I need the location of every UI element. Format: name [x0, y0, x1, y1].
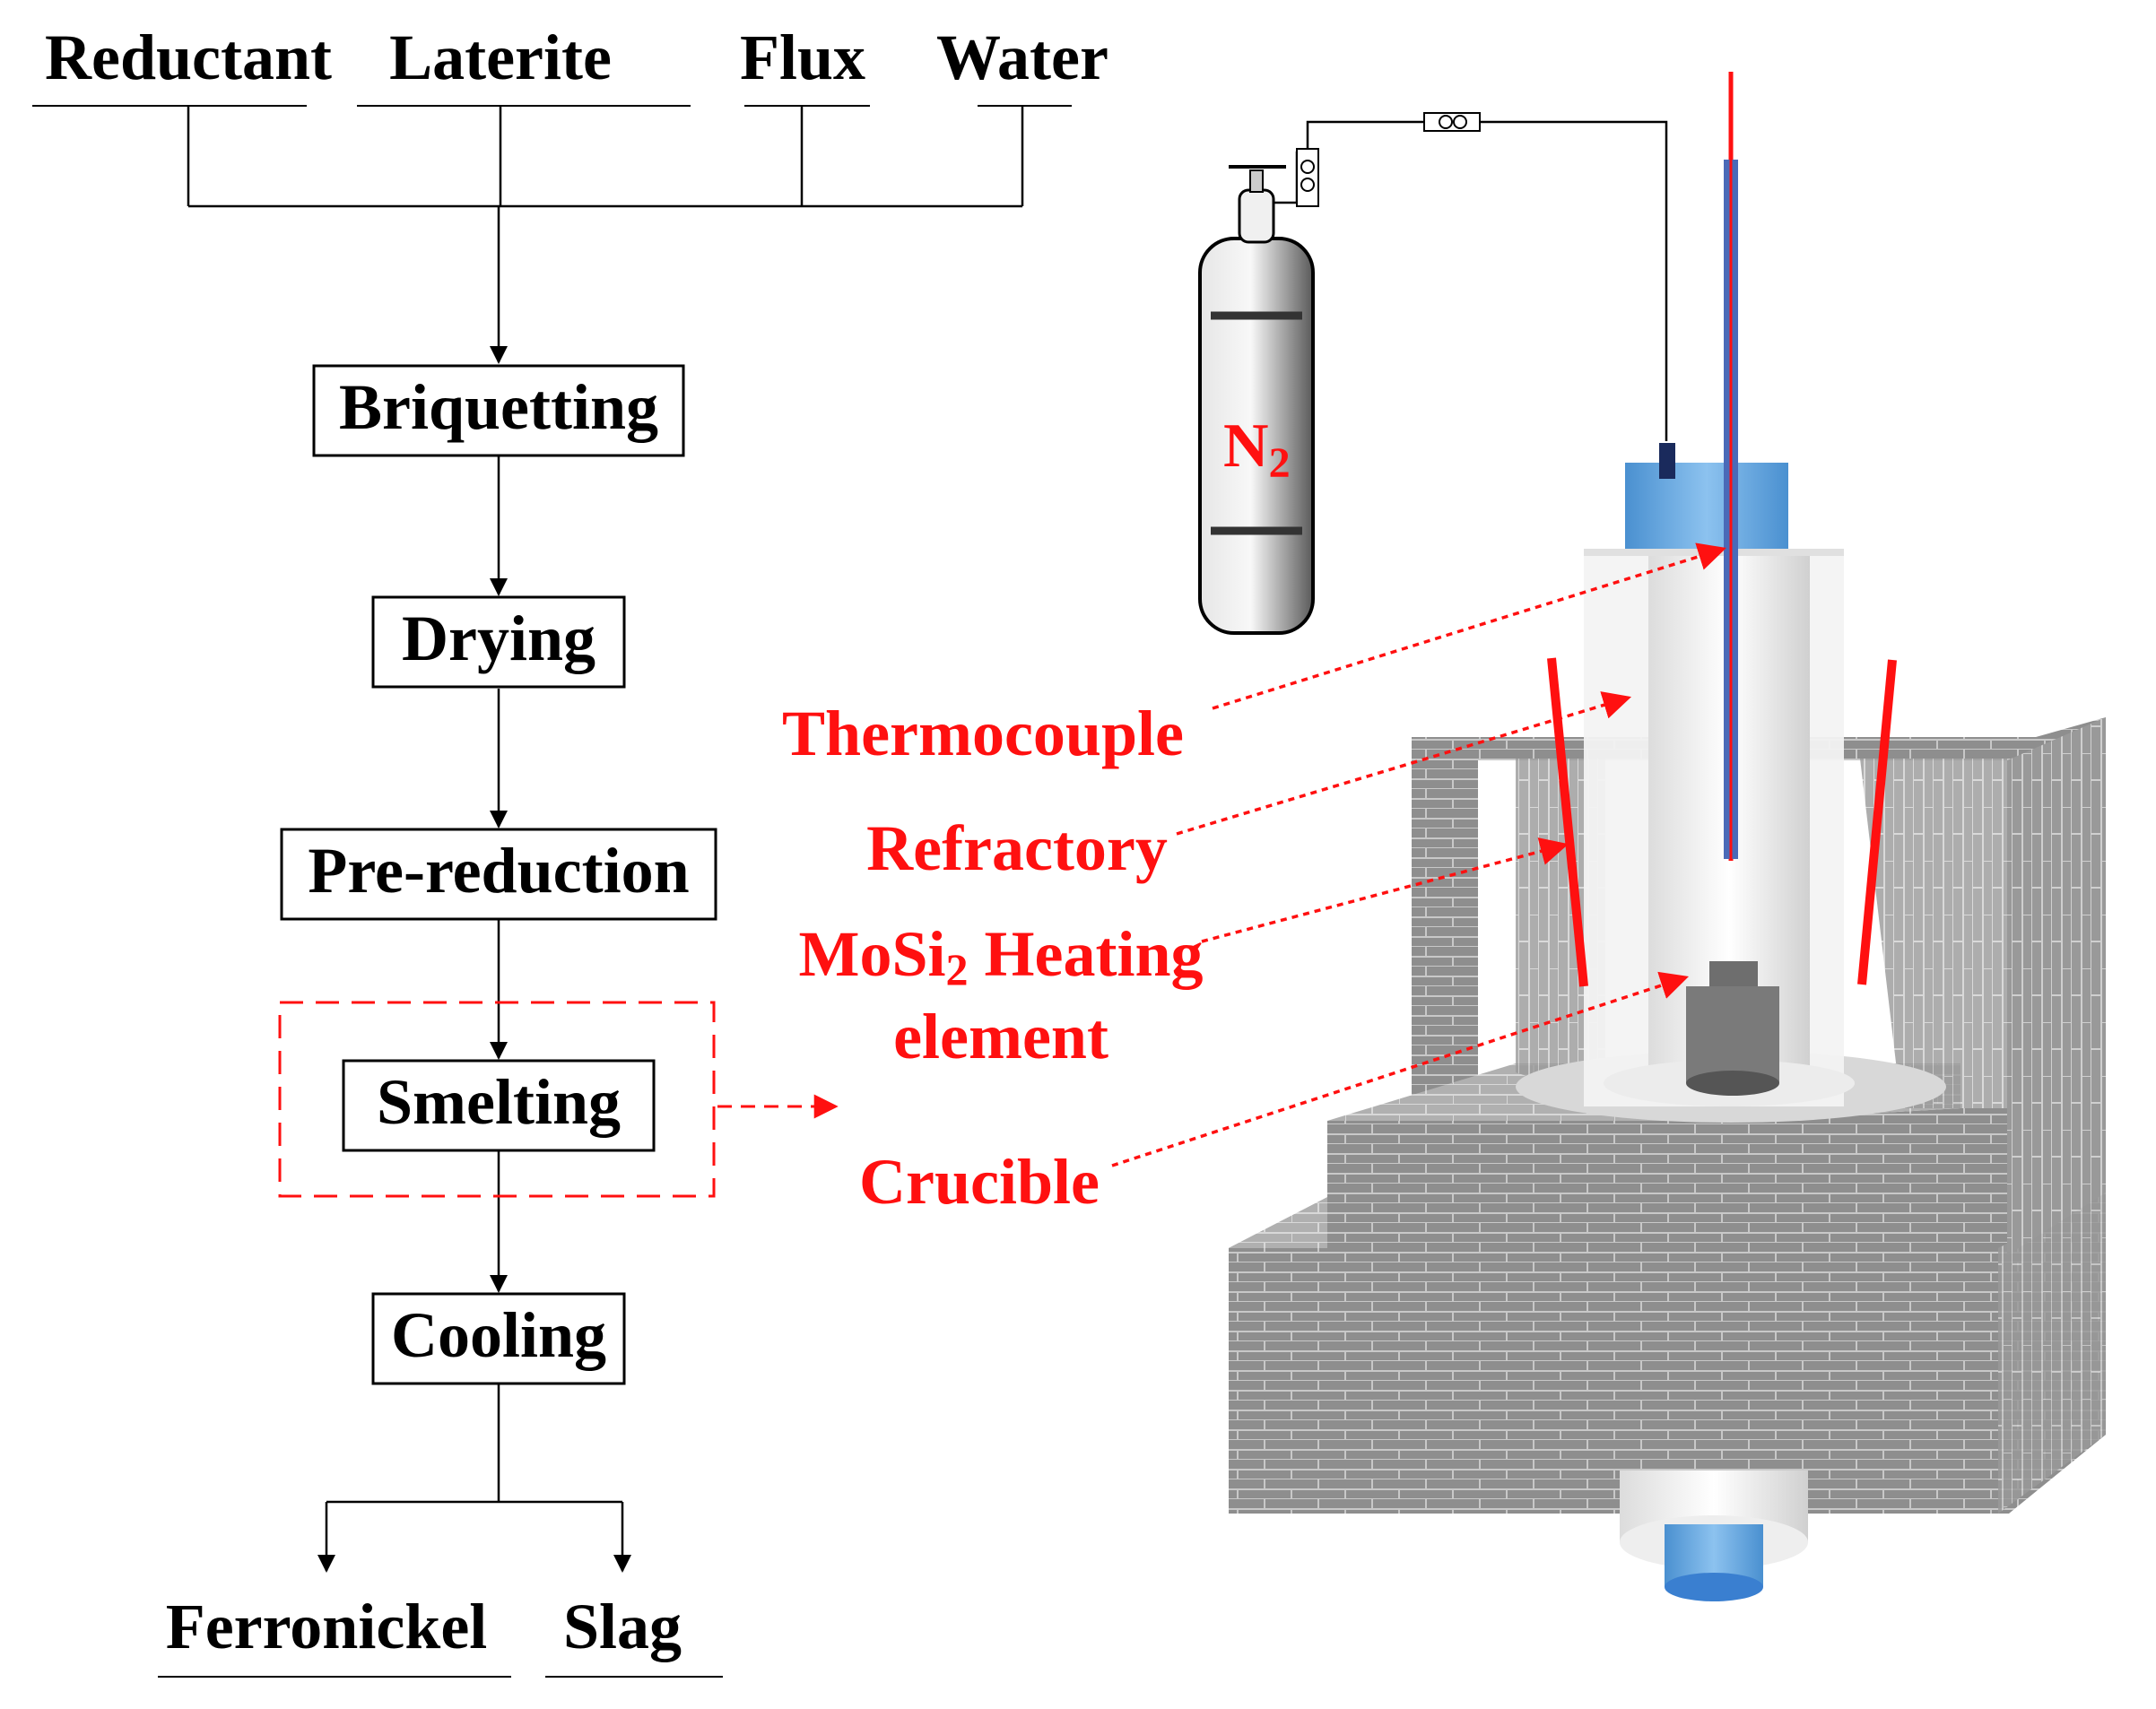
callout-refractory: Refractory	[866, 812, 1168, 884]
callout-leaders	[1111, 542, 1727, 1167]
crucible	[1686, 961, 1779, 1096]
flowchart: Reductant Laterite Flux Water	[32, 22, 1108, 1678]
smelting-highlight	[278, 1001, 716, 1198]
callout-crucible: Crucible	[859, 1146, 1100, 1218]
gas-inlet	[1659, 443, 1675, 479]
callouts: Thermocouple Refractory MoSi2 Heating el…	[782, 542, 1727, 1218]
tube-top-cap	[1625, 463, 1788, 549]
step-box-briquetting	[312, 364, 685, 457]
step-box-pre-reduction	[280, 828, 717, 921]
step-briquetting: Briquetting	[339, 371, 658, 443]
heating-element-left	[1547, 657, 1588, 987]
step-box-drying	[371, 595, 626, 689]
connectors	[187, 106, 1024, 1573]
callout-heating-element: MoSi2 Heating	[799, 918, 1204, 994]
furnace-illustration: N2	[1198, 72, 2106, 1601]
step-box-smelting	[342, 1059, 656, 1152]
gas-label: N2	[1223, 412, 1291, 487]
step-smelting: Smelting	[377, 1066, 621, 1138]
callout-thermocouple: Thermocouple	[782, 698, 1184, 769]
callout-heating-element-line2: element	[893, 1001, 1108, 1072]
step-cooling: Cooling	[391, 1299, 606, 1371]
input-water: Water	[936, 22, 1108, 93]
step-box-cooling	[371, 1292, 626, 1385]
gas-line	[1274, 120, 1668, 441]
n2-gas-cylinder: N2	[1198, 165, 1315, 635]
input-laterite: Laterite	[389, 22, 612, 93]
input-flux: Flux	[740, 22, 865, 93]
heating-element-right	[1857, 659, 1897, 985]
step-pre-reduction: Pre-reduction	[308, 835, 689, 907]
output-ferronickel: Ferronickel	[166, 1591, 488, 1662]
output-slag: Slag	[563, 1591, 682, 1662]
step-drying: Drying	[402, 603, 596, 674]
input-reductant: Reductant	[45, 22, 332, 93]
